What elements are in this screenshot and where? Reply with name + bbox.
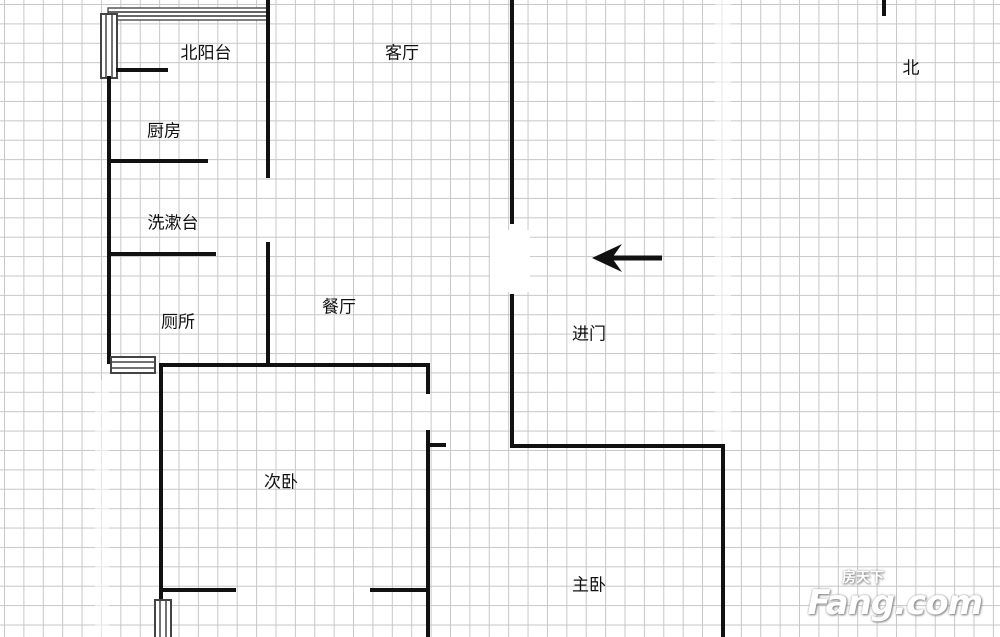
window-icon: [154, 599, 172, 637]
outer-margin-right: [715, 0, 731, 445]
watermark-main-text: Fang.com: [807, 583, 983, 623]
label-entrance: 进门: [572, 324, 606, 345]
entrance-opening: [490, 230, 530, 292]
label-north: 北: [902, 58, 920, 79]
window-icon: [110, 356, 156, 374]
fang-watermark: 房天下 Fang.com: [807, 570, 983, 623]
label-kitchen: 厨房: [147, 121, 181, 142]
balcony-window: [107, 0, 270, 22]
label-north-balcony: 北阳台: [180, 43, 232, 64]
label-living-room: 客厅: [385, 43, 419, 64]
label-washbasin: 洗漱台: [147, 213, 199, 234]
window-icon: [100, 13, 118, 79]
label-dining-room: 餐厅: [322, 297, 356, 318]
watermark-top-text: 房天下: [842, 570, 884, 586]
label-toilet: 厕所: [161, 312, 195, 333]
label-second-bedroom: 次卧: [264, 472, 298, 493]
outer-margin-left: [95, 380, 109, 637]
label-master-bedroom: 主卧: [572, 575, 606, 596]
arrow-left-icon: [592, 244, 662, 272]
